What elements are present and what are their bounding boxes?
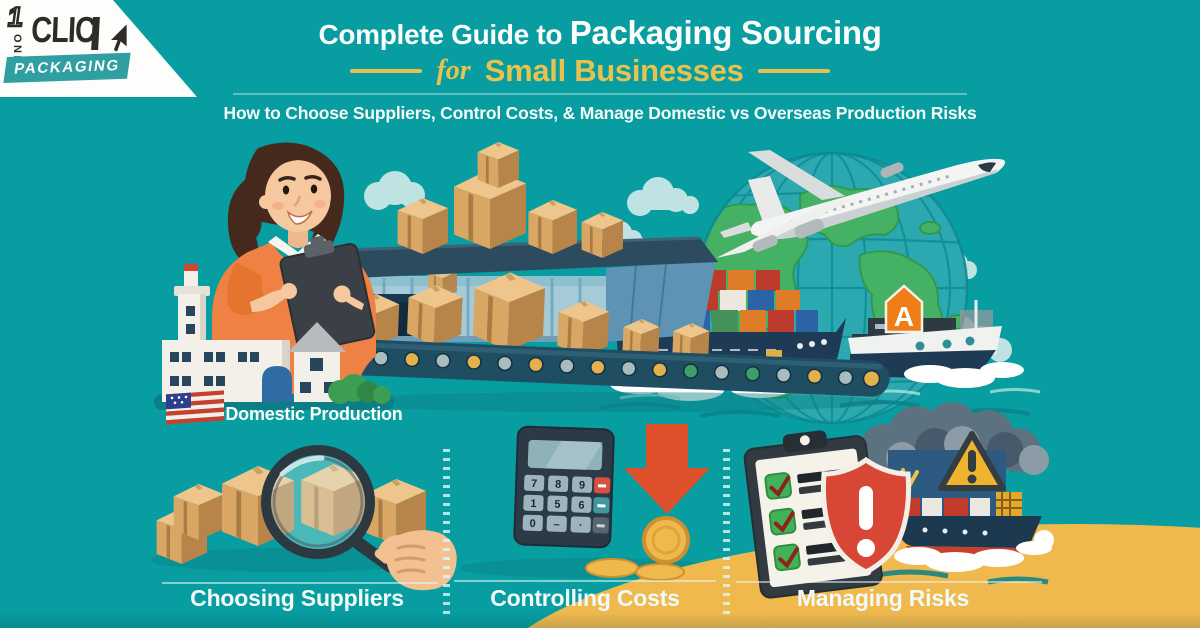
airplane-icon [716, 150, 1005, 258]
calc-key-label: · [579, 520, 583, 532]
page-title: Complete Guide to Packaging Sourcing [160, 14, 1040, 52]
ship-sign-letter: A [894, 301, 914, 332]
calc-key-label: – [553, 519, 560, 531]
ship-sign: A [884, 284, 924, 334]
conveyor-shadow [330, 392, 890, 412]
section-label-choosing-suppliers: Choosing Suppliers [190, 585, 404, 611]
calc-key-label: 7 [531, 478, 538, 490]
domestic-production-label: Domestic Production [225, 404, 403, 424]
title-emphasis: Packaging Sourcing [569, 14, 882, 51]
controlling-costs-icon: 7 8 9 1 5 6 0 – · [460, 424, 1200, 628]
section-label-controlling-costs: Controlling Costs [490, 585, 680, 611]
hand-illustration [374, 530, 457, 591]
section-3-divider [736, 581, 1042, 583]
logo-numeral: 1 [5, 1, 27, 34]
logo-click-label: CLIC [30, 10, 96, 51]
left-dash [350, 69, 423, 73]
coin-stacks [476, 516, 1200, 628]
calc-key-label: 6 [578, 500, 585, 512]
section-label-managing-risks: Managing Risks [796, 585, 970, 611]
calc-key-label: 0 [529, 518, 536, 530]
factory-illustration [154, 264, 394, 425]
calc-key-label: 8 [555, 479, 562, 491]
title-prefix: Complete Guide to [318, 19, 570, 50]
subtitle-emphasis: Small Businesses [484, 53, 744, 88]
tagline: How to Choose Suppliers, Control Costs, … [223, 103, 977, 123]
calc-key-label: 5 [554, 499, 561, 511]
calculator-icon: 7 8 9 1 5 6 0 – · [513, 425, 615, 549]
right-dash [757, 69, 830, 73]
vertical-divider-2 [723, 449, 730, 617]
page-subtitle: for Small Businesses [160, 53, 1020, 89]
bushes [328, 374, 391, 404]
header-divider [233, 93, 967, 95]
roof-boxes [397, 142, 623, 258]
cursor-arrow-icon [107, 21, 128, 54]
clipboard [279, 235, 376, 353]
subtitle-script: for [436, 55, 471, 86]
logo-packaging-label: PACKAGING [3, 52, 131, 83]
section-1-divider [162, 582, 438, 584]
warning-triangle-icon [938, 431, 1006, 491]
cost-down-arrow [624, 424, 710, 514]
choosing-suppliers-icon [150, 445, 457, 591]
vertical-divider-1 [443, 449, 450, 617]
alert-shield-icon [820, 456, 912, 575]
section-2-divider [454, 580, 716, 582]
managing-risks-icon [743, 402, 1054, 599]
us-flag-icon [166, 390, 224, 425]
calc-key-label: 9 [579, 480, 586, 492]
calc-key-label: 1 [530, 498, 537, 510]
